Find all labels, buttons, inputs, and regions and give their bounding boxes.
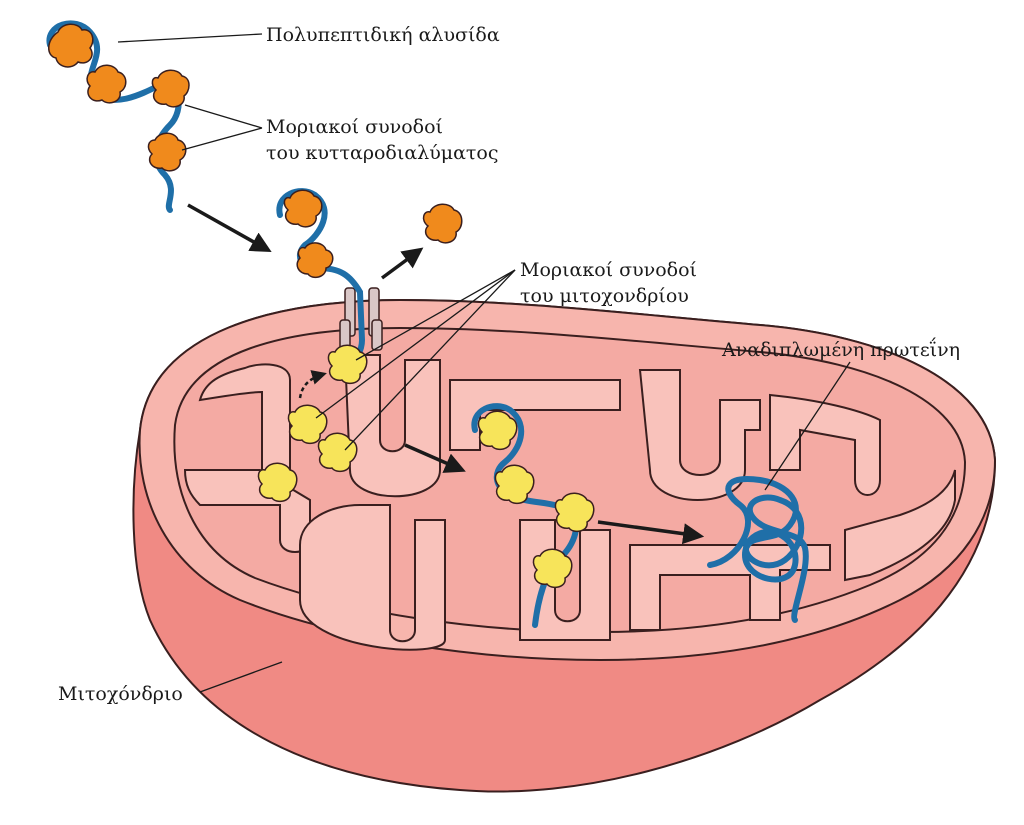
released-cytosolic-chaperone xyxy=(422,203,463,244)
leader-mito-2 xyxy=(315,269,516,419)
label-mito-chaperones-1: Μοριακοί συνοδοί xyxy=(520,259,697,281)
leader-mito-3 xyxy=(344,269,516,451)
arrow-release xyxy=(380,247,424,280)
mito-chaperone xyxy=(554,492,595,533)
labels: Πολυπεπτιδική αλυσίδα Μοριακοί συνοδοί τ… xyxy=(58,24,960,705)
arrow-to-pore xyxy=(187,203,272,253)
label-cytosolic-chaperones-1: Μοριακοί συνοδοί xyxy=(266,116,443,138)
crista-4 xyxy=(299,504,446,651)
import-pore xyxy=(339,287,383,351)
mito-chaperone xyxy=(317,432,358,473)
leader-cyto-2 xyxy=(181,127,263,151)
mito-chaperone xyxy=(257,462,298,503)
mito-chaperones xyxy=(257,344,595,589)
arrow-chaperone-cycle xyxy=(298,370,327,399)
crista-9 xyxy=(769,393,881,496)
leader-cyto-1 xyxy=(184,104,263,129)
crista-1 xyxy=(198,363,291,485)
leader-polypeptide xyxy=(117,33,263,43)
cytosolic-chaperone xyxy=(296,242,334,279)
folded-protein-chain xyxy=(707,476,809,623)
leader-mitochondrion xyxy=(199,661,283,693)
mito-chaperone xyxy=(287,404,328,445)
crista-3 xyxy=(343,354,441,498)
cytosolic-chaperones xyxy=(48,23,463,279)
label-polypeptide: Πολυπεπτιδική αλυσίδα xyxy=(266,24,500,46)
label-mitochondrion: Μιτοχόνδριο xyxy=(58,683,183,705)
label-folded-protein: Αναδιπλωμένη πρωτεΐνη xyxy=(721,336,960,361)
label-cytosolic-chaperones-2: του κυτταροδιαλύματος xyxy=(266,142,499,164)
mito-chaperone xyxy=(532,548,573,589)
crista-7 xyxy=(638,369,761,501)
cytosolic-chaperone xyxy=(48,23,94,68)
cytosolic-chaperone xyxy=(283,189,323,228)
cytosolic-chaperone xyxy=(151,69,190,108)
leader-lines xyxy=(117,33,851,693)
process-arrows xyxy=(187,203,705,545)
leader-mito-1 xyxy=(355,269,516,361)
crista-10 xyxy=(844,469,956,582)
arrow-to-matrix xyxy=(404,443,466,473)
cytosolic-chaperone xyxy=(147,132,187,172)
leader-folded xyxy=(764,361,851,491)
crista-6 xyxy=(519,519,611,641)
cytosolic-chaperone xyxy=(86,64,127,104)
label-mito-chaperones-2: του μιτοχονδρίου xyxy=(520,285,689,307)
mito-chaperone xyxy=(327,344,368,385)
mitochondrion xyxy=(132,298,997,793)
arrow-to-folded xyxy=(597,520,705,545)
mito-chaperone xyxy=(477,410,518,451)
mito-chaperone xyxy=(494,464,535,505)
